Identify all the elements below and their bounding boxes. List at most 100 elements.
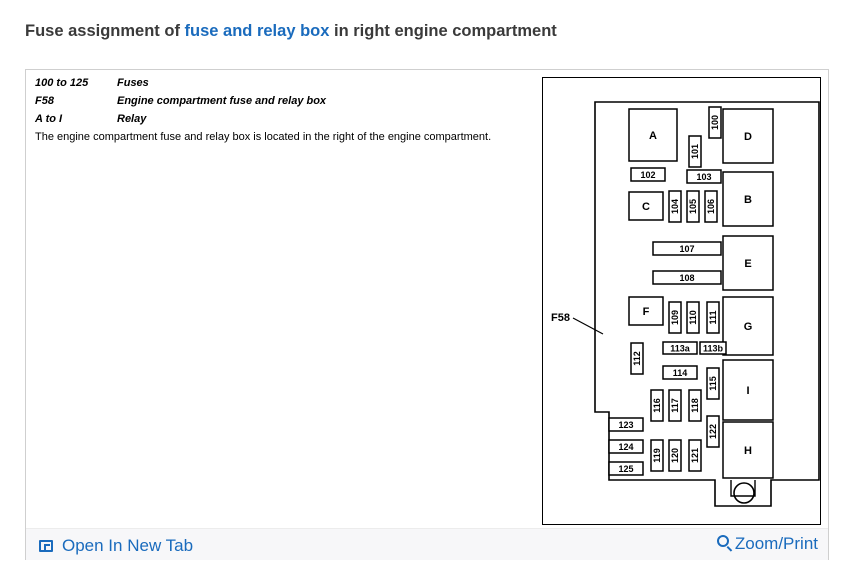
- relay-body: [628, 296, 664, 326]
- fuse-104: 104: [668, 190, 682, 223]
- page-title: Fuse assignment of fuse and relay box in…: [25, 22, 557, 41]
- fuse-label: 102: [640, 170, 655, 180]
- fuse-body: [650, 439, 664, 472]
- fuse-label: 108: [679, 273, 694, 283]
- relay-f: F: [628, 296, 664, 326]
- fuse-label: 110: [688, 310, 698, 325]
- fuse-body: [668, 301, 682, 334]
- fuse-body: [630, 167, 666, 182]
- zoom-label: Zoom/Print: [734, 534, 818, 553]
- relay-b: B: [722, 171, 774, 227]
- relay-body: [722, 235, 774, 291]
- fuse-112: 112: [630, 342, 644, 375]
- fuse-body: [668, 190, 682, 223]
- relay-label: C: [642, 201, 650, 213]
- fuse-body: [686, 190, 700, 223]
- title-suffix: in right engine compartment: [329, 22, 557, 40]
- legend-desc: Fuses: [117, 77, 149, 89]
- fuse-box-link[interactable]: fuse and relay box: [184, 22, 330, 40]
- relay-body: [722, 108, 774, 164]
- fuse-body: [652, 241, 722, 256]
- fuse-label: 125: [618, 464, 633, 474]
- fuse-label: 124: [618, 442, 633, 452]
- zoom-print-button[interactable]: Zoom/Print: [716, 534, 818, 554]
- fuse-label: 114: [673, 368, 688, 378]
- legend-code: 100 to 125: [35, 77, 89, 89]
- fuse-label: 119: [652, 448, 662, 463]
- fuse-101: 101: [688, 135, 702, 168]
- fuse-body: [699, 341, 727, 355]
- open-new-tab-icon: [39, 540, 53, 552]
- fuse-100: 100: [708, 106, 722, 139]
- fuse-body: [704, 190, 718, 223]
- fuse-body: [662, 365, 698, 380]
- fuse-116: 116: [650, 389, 664, 422]
- relay-a: A: [628, 108, 678, 162]
- fuse-body: [608, 417, 644, 432]
- relay-body: [722, 421, 774, 479]
- fuse-label: 101: [690, 144, 700, 159]
- relay-label: I: [746, 385, 749, 397]
- legend-code: F58: [35, 95, 54, 107]
- fuse-label: 122: [708, 424, 718, 439]
- fuse-label: 100: [710, 115, 720, 130]
- relay-label: F: [643, 306, 650, 318]
- fuse-122: 122: [706, 415, 720, 448]
- open-in-new-tab-button[interactable]: Open In New Tab: [39, 536, 193, 556]
- relay-i: I: [722, 359, 774, 421]
- fuse-102: 102: [630, 167, 666, 182]
- fuse-103: 103: [686, 169, 722, 184]
- fuse-120: 120: [668, 439, 682, 472]
- fuse-label: 113b: [703, 344, 724, 354]
- fuse-body: [668, 439, 682, 472]
- relay-label: B: [744, 194, 752, 206]
- fuse-label: 105: [688, 199, 698, 214]
- fuse-label: 111: [708, 310, 718, 324]
- fuse-body: [662, 341, 698, 355]
- mounting-hole: [733, 482, 755, 504]
- fuse-body: [608, 439, 644, 454]
- f58-callout: F58: [551, 312, 570, 324]
- relay-c: C: [628, 191, 664, 221]
- fuse-label: 116: [652, 398, 662, 413]
- relay-body: [628, 191, 664, 221]
- fuse-label: 117: [670, 398, 680, 413]
- relay-body: [722, 359, 774, 421]
- relay-label: A: [649, 130, 657, 142]
- fuse-body: [668, 389, 682, 422]
- fuse-110: 110: [686, 301, 700, 334]
- fuse-body: [706, 367, 720, 400]
- fuse-111: 111: [706, 301, 720, 334]
- relay-h: H: [722, 421, 774, 479]
- relay-body: [628, 108, 678, 162]
- fuse-label: 106: [706, 199, 716, 214]
- fuse-body: [688, 439, 702, 472]
- fuse-label: 109: [670, 310, 680, 325]
- fuse-105: 105: [686, 190, 700, 223]
- legend-row: 100 to 125 Fuses: [35, 74, 491, 92]
- fuse-body: [608, 461, 644, 476]
- fuse-label: 112: [632, 351, 642, 366]
- fuse-109: 109: [668, 301, 682, 334]
- fuse-119: 119: [650, 439, 664, 472]
- relay-e: E: [722, 235, 774, 291]
- fuse-106: 106: [704, 190, 718, 223]
- fuse-body: [688, 135, 702, 168]
- zoom-icon: [716, 535, 729, 547]
- fuse-114: 114: [662, 365, 698, 380]
- fuse-body: [706, 415, 720, 448]
- legend-desc: Engine compartment fuse and relay box: [117, 95, 327, 107]
- fuse-label: 113a: [670, 344, 691, 354]
- fuse-124: 124: [608, 439, 644, 454]
- fuse-body: [652, 270, 722, 285]
- fuse-label: 104: [670, 199, 680, 214]
- relay-d: D: [722, 108, 774, 164]
- fuse-107: 107: [652, 241, 722, 256]
- fuse-body: [688, 389, 702, 422]
- fuse-label: 115: [708, 376, 718, 391]
- relay-label: D: [744, 131, 752, 143]
- figure-frame: 100 to 125 Fuses F58 Engine compartment …: [25, 69, 829, 560]
- fuse-113b: 113b: [699, 341, 727, 355]
